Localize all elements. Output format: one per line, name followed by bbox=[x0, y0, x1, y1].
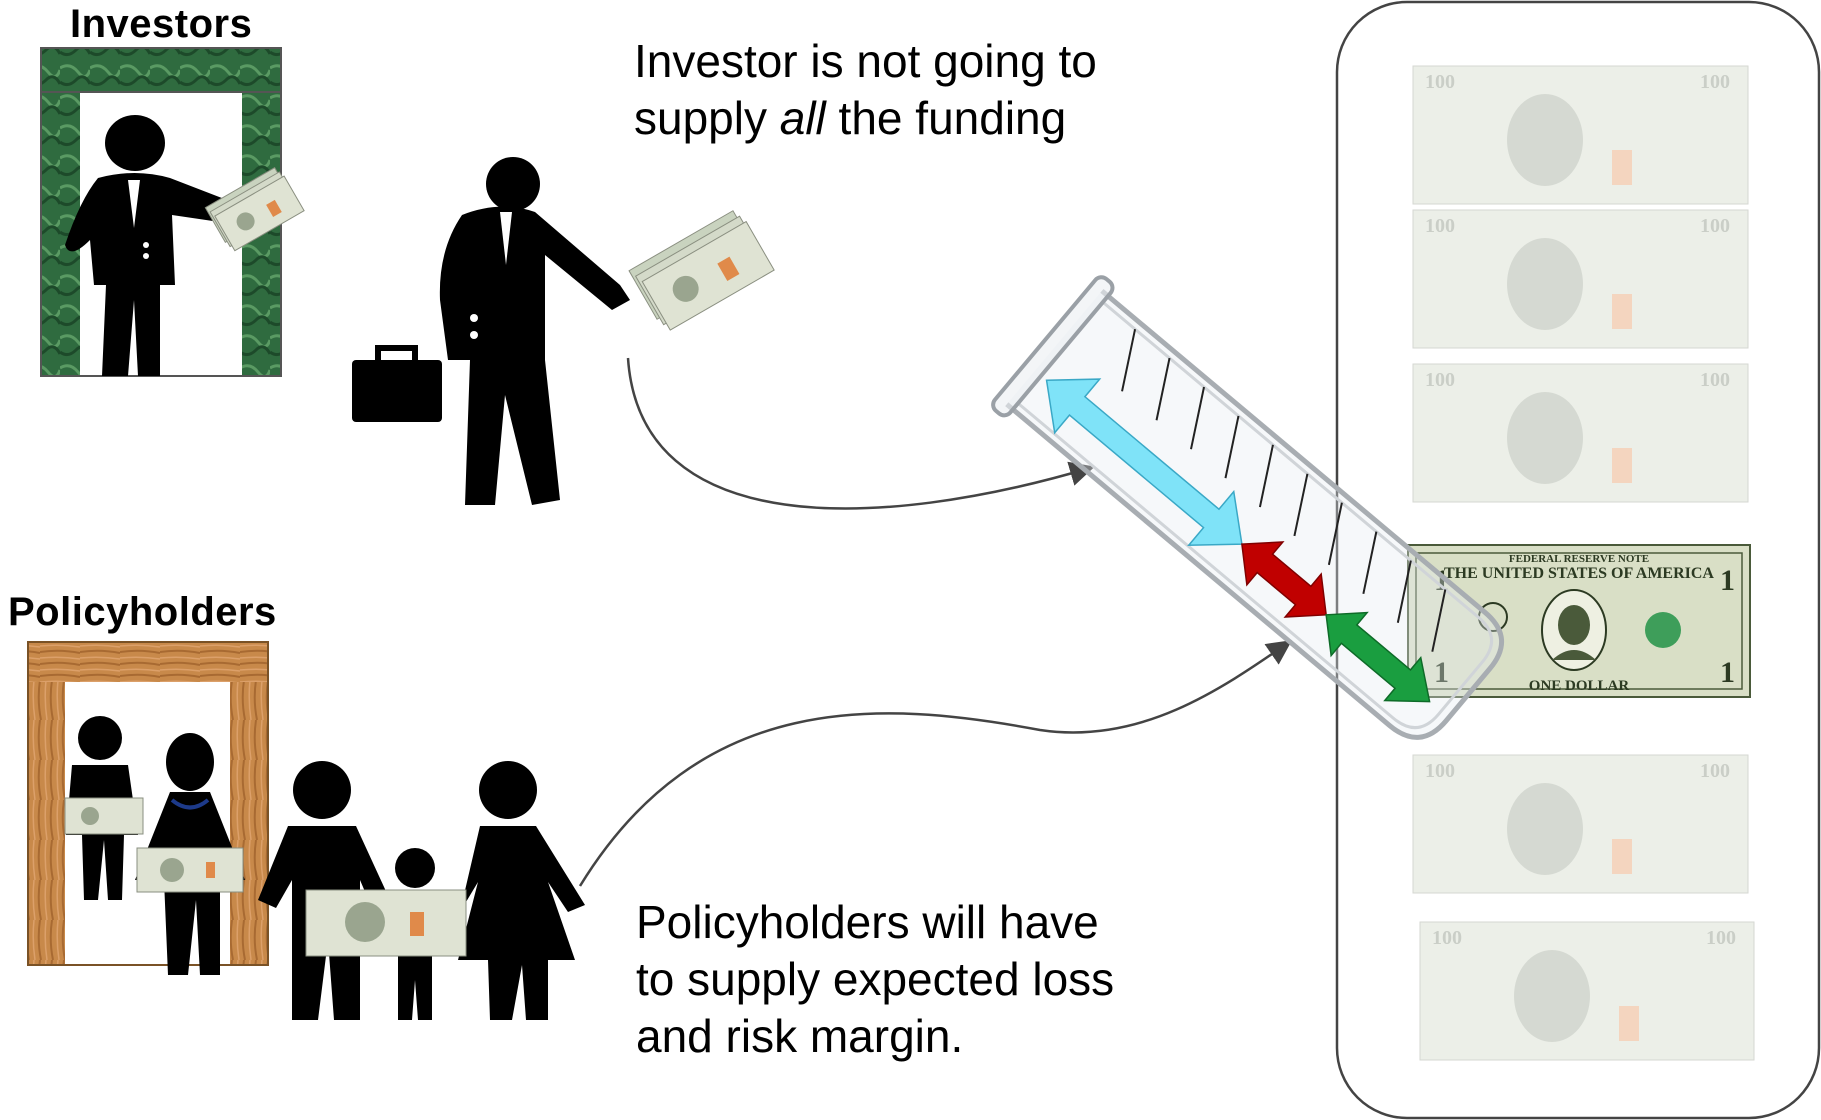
funding-container bbox=[1335, 0, 1821, 1120]
svg-text:1: 1 bbox=[1434, 656, 1449, 689]
svg-text:100: 100 bbox=[1425, 215, 1455, 237]
policyholders-heading: Policyholders bbox=[8, 590, 277, 634]
faded-hundred-bills: 100 100 100 100 100 100 100 bbox=[1412, 65, 1755, 1061]
risk-margin-arrow bbox=[1241, 541, 1327, 618]
svg-text:100: 100 bbox=[1706, 927, 1736, 949]
investor-caption: Investor is not going to supply all the … bbox=[634, 33, 1097, 147]
investor-door bbox=[40, 47, 282, 377]
hundred-bill-2: 100 100 bbox=[1412, 209, 1749, 349]
policyholder-caption: Policyholders will have to supply expect… bbox=[636, 894, 1114, 1065]
investor-connector bbox=[626, 357, 1095, 510]
test-tube bbox=[991, 275, 1505, 740]
svg-text:100: 100 bbox=[1700, 369, 1730, 391]
svg-text:THE UNITED STATES OF AMERICA: THE UNITED STATES OF AMERICA bbox=[1444, 565, 1714, 582]
svg-text:100: 100 bbox=[1700, 760, 1730, 782]
investor-caption-line2: supply all the funding bbox=[634, 92, 1067, 144]
svg-text:100: 100 bbox=[1700, 215, 1730, 237]
svg-text:1: 1 bbox=[1720, 656, 1735, 689]
hundred-bill-3: 100 100 bbox=[1412, 363, 1749, 503]
investor-caption-line1: Investor is not going to bbox=[634, 35, 1097, 87]
investor-doorman-figure bbox=[65, 115, 240, 376]
hundred-bill-1: 100 100 bbox=[1412, 65, 1749, 205]
investors-heading: Investors bbox=[70, 2, 253, 46]
svg-text:ONE DOLLAR: ONE DOLLAR bbox=[1529, 678, 1630, 694]
svg-text:100: 100 bbox=[1432, 927, 1462, 949]
policyholder-door bbox=[27, 641, 269, 966]
svg-text:100: 100 bbox=[1425, 369, 1455, 391]
expected-loss-arrow bbox=[1325, 611, 1431, 703]
investor-share-arrow bbox=[1045, 378, 1243, 546]
investor-businessman-bills bbox=[628, 210, 775, 331]
policyholder-caption-line3: and risk margin. bbox=[636, 1010, 964, 1062]
investor-doorman-bills bbox=[204, 166, 305, 252]
svg-text:FEDERAL RESERVE NOTE: FEDERAL RESERVE NOTE bbox=[1509, 553, 1649, 565]
svg-text:1: 1 bbox=[1434, 564, 1449, 597]
svg-text:100: 100 bbox=[1425, 760, 1455, 782]
svg-text:1: 1 bbox=[1720, 564, 1735, 597]
svg-text:100: 100 bbox=[1425, 71, 1455, 93]
hundred-bill-5: 100 100 bbox=[1419, 921, 1755, 1061]
policyholder-caption-line1: Policyholders will have bbox=[636, 896, 1099, 948]
policyholder-caption-line2: to supply expected loss bbox=[636, 953, 1115, 1005]
policyholder-connector bbox=[578, 640, 1293, 887]
svg-text:100: 100 bbox=[1700, 71, 1730, 93]
policyholder-family bbox=[66, 716, 585, 1020]
one-dollar-bill: FEDERAL RESERVE NOTE THE UNITED STATES O… bbox=[1407, 544, 1751, 698]
policyholder-bills bbox=[64, 797, 467, 957]
hundred-bill-4: 100 100 bbox=[1412, 754, 1749, 894]
investor-businessman-figure bbox=[352, 157, 630, 505]
